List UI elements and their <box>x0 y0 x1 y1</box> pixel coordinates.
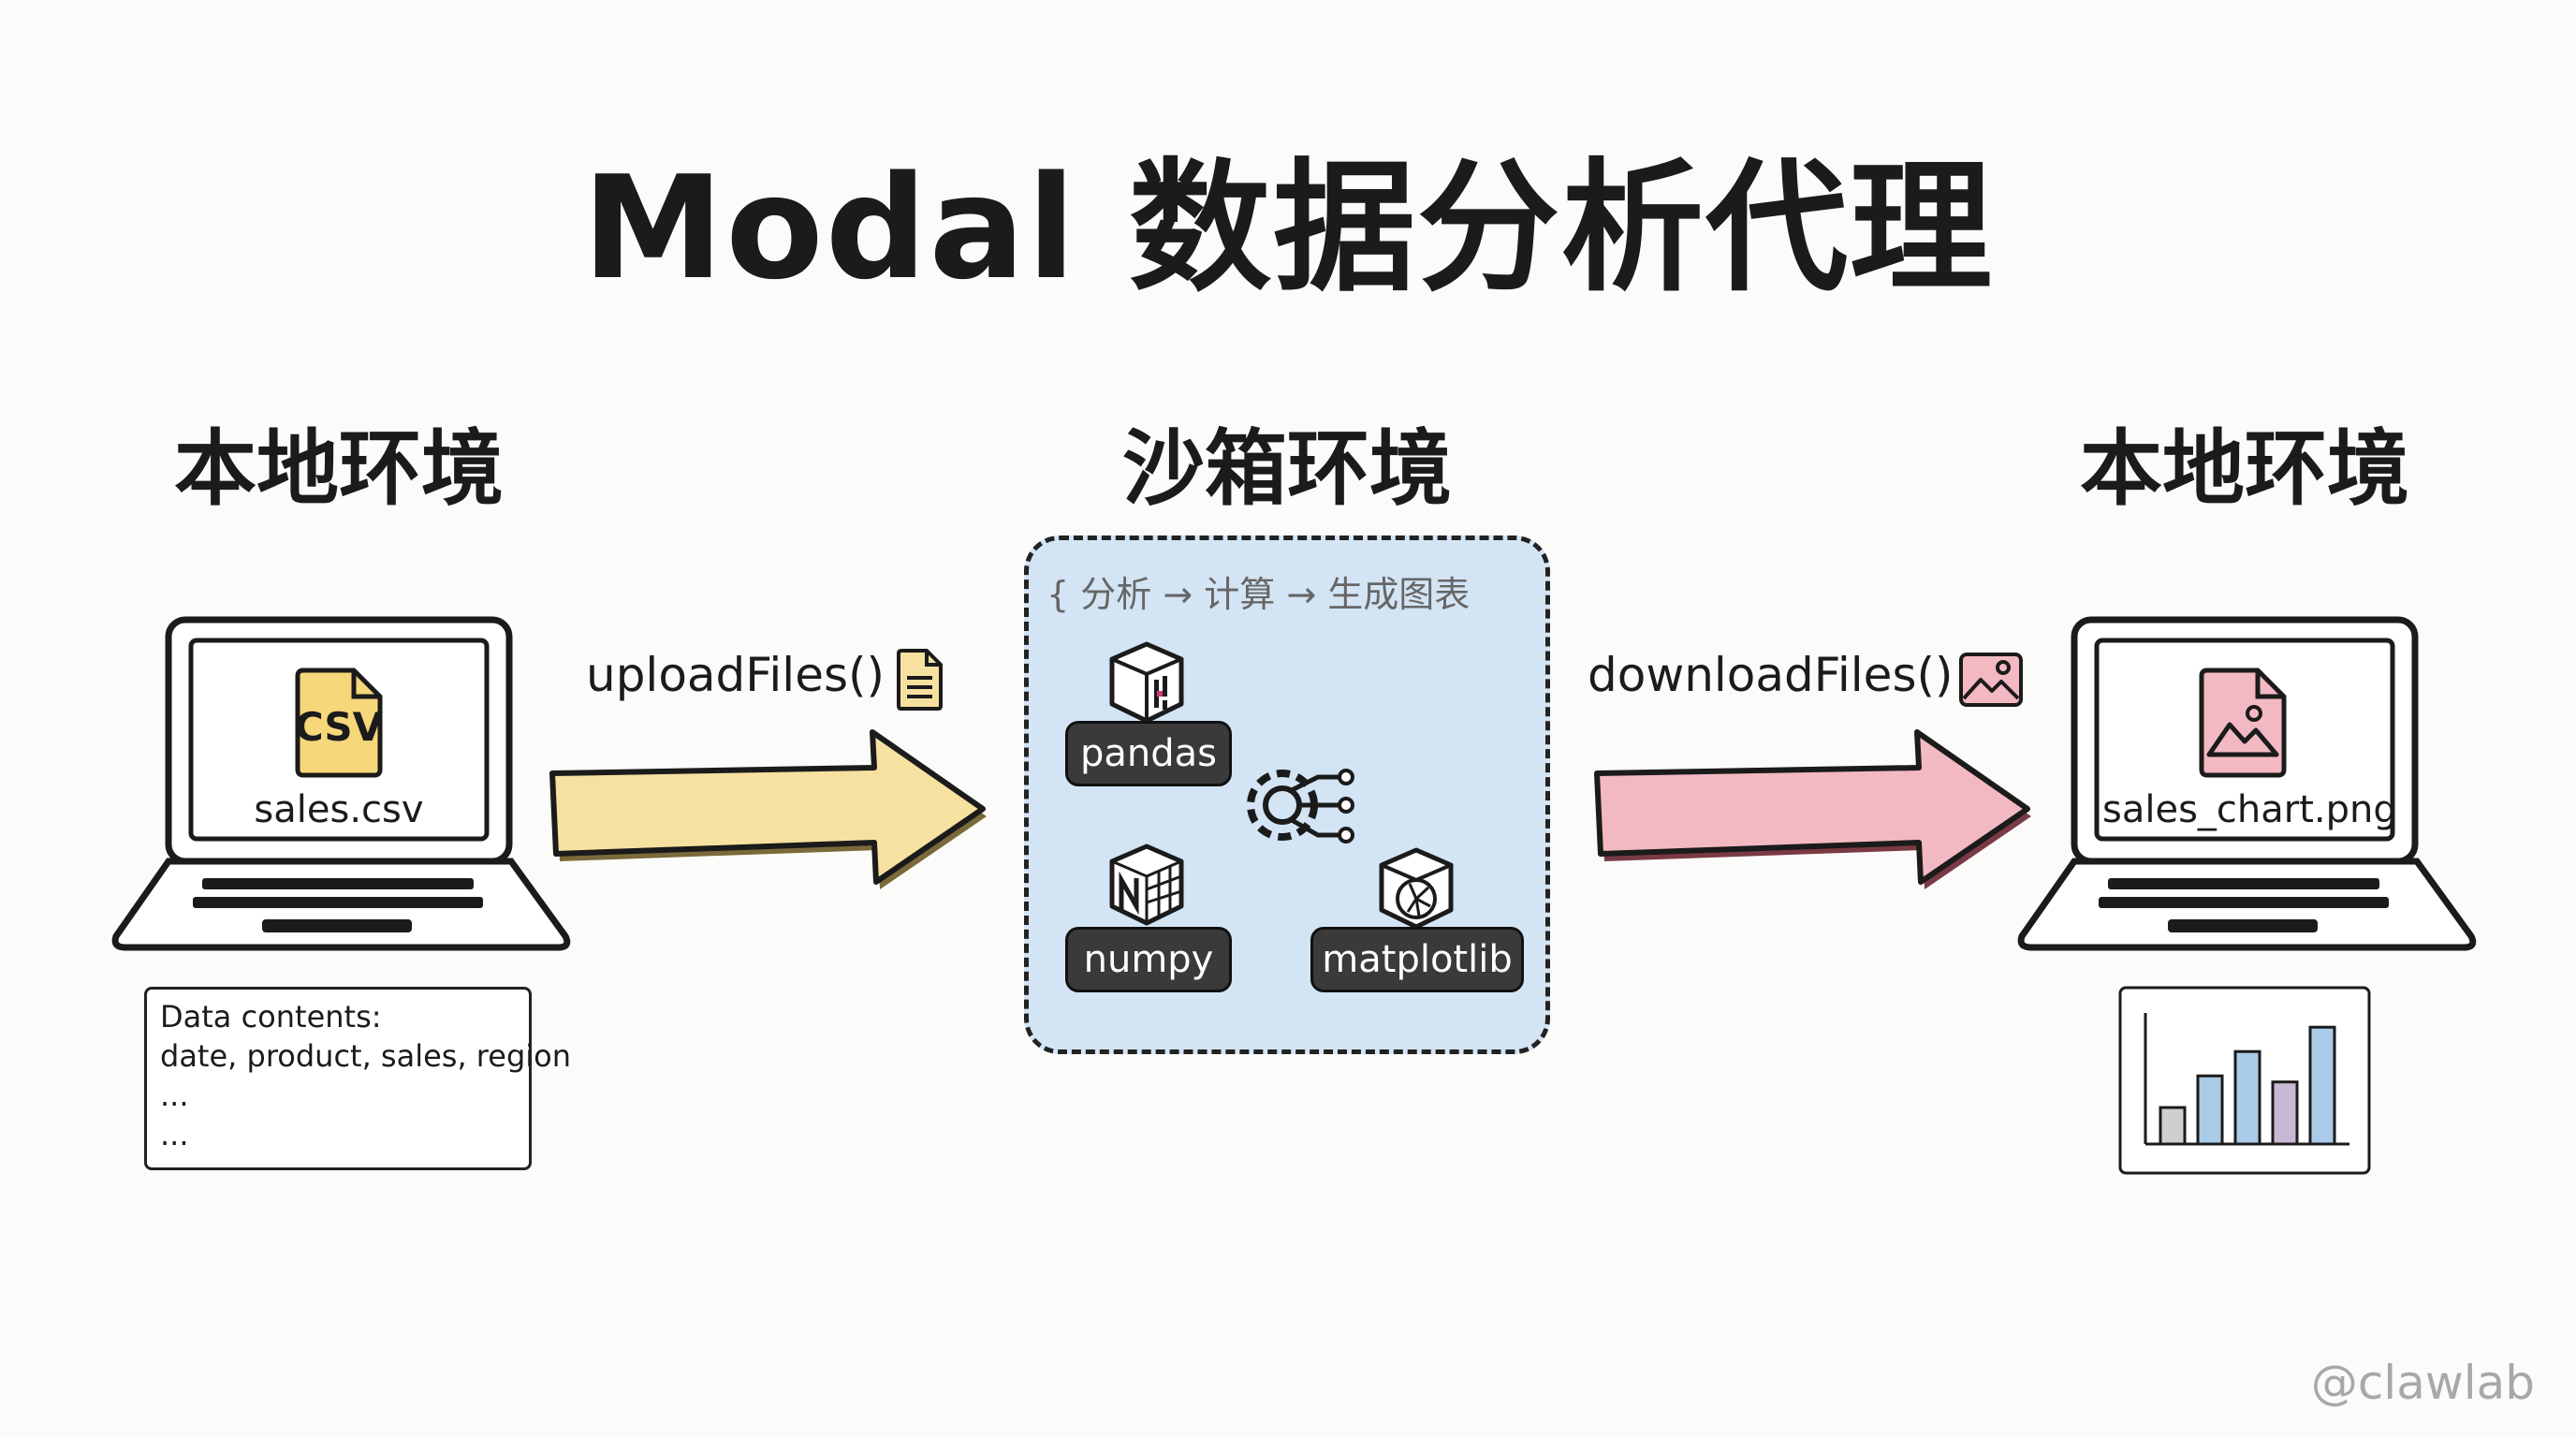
matplotlib-cube-icon <box>1379 847 1454 930</box>
watermark: @clawlab <box>2310 1356 2535 1410</box>
download-label: downloadFiles() <box>1588 648 1954 702</box>
note-line: ... <box>160 1117 189 1152</box>
source-file-name: sales.csv <box>254 788 424 831</box>
chart-bar <box>2233 1049 2261 1146</box>
numpy-cube-icon <box>1109 844 1184 926</box>
chart-bar <box>2308 1025 2336 1146</box>
sandbox-environment-label: 沙箱环境 <box>1121 420 1452 517</box>
upload-label: uploadFiles() <box>586 648 886 702</box>
upload-arrow <box>549 729 987 889</box>
left-environment-label: 本地环境 <box>173 420 504 517</box>
right-environment-label: 本地环境 <box>2079 420 2409 517</box>
output-file-name: sales_chart.png <box>2102 788 2397 831</box>
library-matplotlib: matplotlib <box>1310 927 1524 992</box>
document-icon <box>897 649 943 711</box>
gear-network-icon <box>1247 769 1354 844</box>
data-contents-note: Data contents: date, product, sales, reg… <box>144 987 571 1170</box>
library-pandas: pandas <box>1065 721 1232 786</box>
png-file-icon <box>2199 668 2287 778</box>
library-numpy: numpy <box>1065 927 1232 992</box>
csv-file-icon <box>295 668 383 778</box>
note-line: Data contents: <box>160 999 382 1034</box>
image-icon <box>1959 653 2023 707</box>
note-line: date, product, sales, region <box>160 1038 571 1074</box>
chart-bar <box>2271 1080 2299 1146</box>
chart-bar <box>2196 1074 2224 1146</box>
sandbox-flow-text: { 分析 → 计算 → 生成图表 <box>1046 574 1471 615</box>
download-arrow <box>1594 729 2031 889</box>
diagram-title: Modal 数据分析代理 <box>581 145 1995 311</box>
pandas-cube-icon <box>1109 641 1184 724</box>
chart-bar <box>2159 1106 2187 1146</box>
note-line: ... <box>160 1078 189 1113</box>
csv-badge-text: CSV <box>294 704 384 750</box>
bar-chart-thumbnail <box>2118 986 2371 1175</box>
